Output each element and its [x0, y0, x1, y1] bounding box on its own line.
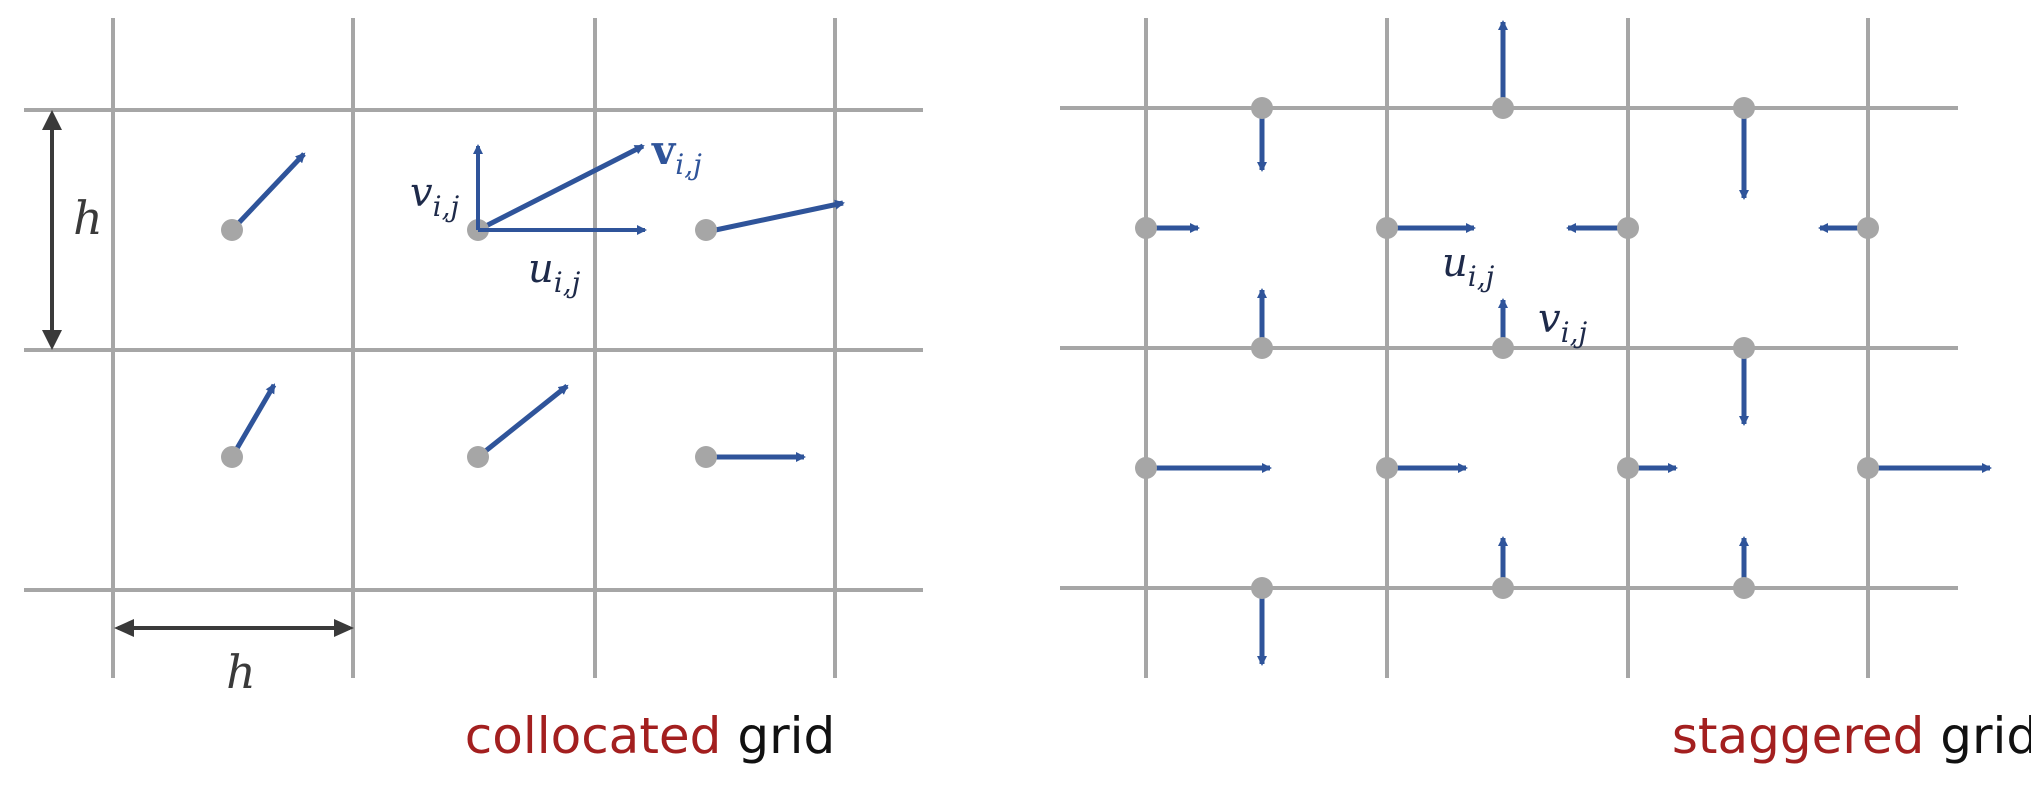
grid-node [1733, 577, 1755, 599]
v-component-label: vi,j [410, 170, 459, 223]
grid-node [695, 219, 717, 241]
velocity-arrow [705, 199, 845, 235]
grid-node [1376, 457, 1398, 479]
staggered-grid-panel: ui,j vi,j [1060, 18, 1992, 678]
grid-node [1251, 337, 1273, 359]
grid-node [221, 219, 243, 241]
grid-node [1135, 457, 1157, 479]
velocity-arrow [229, 383, 277, 459]
grid-node [1617, 217, 1639, 239]
horizontal-dimension-label: h [226, 645, 256, 699]
grid-node [1492, 97, 1514, 119]
velocity-vector-label: vi,j [651, 127, 702, 181]
horizontal-dimension-arrow [114, 619, 354, 637]
velocity-component-axes [473, 144, 647, 235]
collocated-grid-caption: collocated grid [300, 706, 1000, 766]
collocated-grid-panel: h h vi,j ui,j vi,j [24, 18, 923, 699]
grid-node [221, 446, 243, 468]
staggered-u-label: ui,j [1442, 240, 1495, 293]
grid-node [695, 446, 717, 468]
caption-keyword: collocated [464, 707, 722, 765]
u-component-label: ui,j [528, 246, 581, 299]
grid-node [1857, 457, 1879, 479]
grid-node [1251, 97, 1273, 119]
grid-node [1617, 457, 1639, 479]
staggered-grid-nodes [1135, 97, 1879, 599]
velocity-arrow [476, 384, 569, 459]
vertical-dimension-arrow [42, 110, 62, 350]
vertical-dimension-label: h [73, 191, 103, 245]
velocity-arrow [476, 143, 645, 233]
velocity-arrow [230, 152, 306, 232]
grid-node [1251, 577, 1273, 599]
collocated-velocity-arrows [229, 143, 845, 462]
staggered-grid-caption: staggered grid [1505, 706, 2031, 766]
grid-node [1857, 217, 1879, 239]
grid-node [1492, 577, 1514, 599]
staggered-v-label: vi,j [1538, 296, 1587, 349]
collocated-grid-lines [24, 18, 923, 678]
caption-rest: grid [721, 707, 836, 765]
collocated-grid-nodes [221, 219, 717, 468]
grid-node [1376, 217, 1398, 239]
grid-node [467, 446, 489, 468]
grid-node [1733, 337, 1755, 359]
caption-keyword: staggered [1671, 707, 1925, 765]
caption-rest: grid [1924, 707, 2031, 765]
grid-node [1492, 337, 1514, 359]
grid-node [1135, 217, 1157, 239]
grid-node [1733, 97, 1755, 119]
